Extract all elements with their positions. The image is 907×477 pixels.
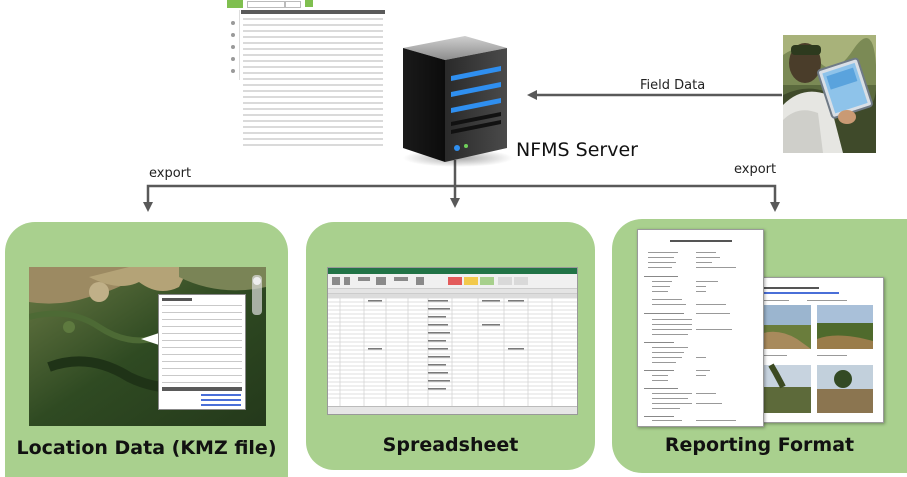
- export-right-arrow: [455, 184, 780, 212]
- report-document-thumbnail: [612, 219, 907, 473]
- export-left-label: export: [149, 166, 192, 181]
- field-data-label: Field Data: [640, 78, 706, 93]
- panel-title-location: Location Data (KMZ file): [16, 437, 277, 459]
- panel-title-reporting: Reporting Format: [664, 434, 855, 456]
- server-label: NFMS Server: [516, 139, 638, 161]
- location-data-panel: Location Data (KMZ file): [5, 222, 288, 477]
- excel-thumbnail: [327, 267, 578, 415]
- kmz-attribute-popup: [158, 294, 246, 410]
- tablet-field-photo: [783, 35, 876, 153]
- export-right-label: export: [734, 162, 777, 177]
- data-table-thumbnail: [227, 0, 385, 148]
- panel-title-spreadsheet: Spreadsheet: [382, 434, 519, 456]
- reporting-panel: Reporting Format: [612, 219, 907, 473]
- satellite-map-thumbnail: [29, 267, 266, 426]
- spreadsheet-panel: Spreadsheet: [306, 222, 595, 470]
- server-tower-icon: [393, 30, 513, 170]
- export-left-arrow: [143, 184, 455, 212]
- report-photo-page: [750, 277, 884, 423]
- report-text-page: [637, 229, 764, 427]
